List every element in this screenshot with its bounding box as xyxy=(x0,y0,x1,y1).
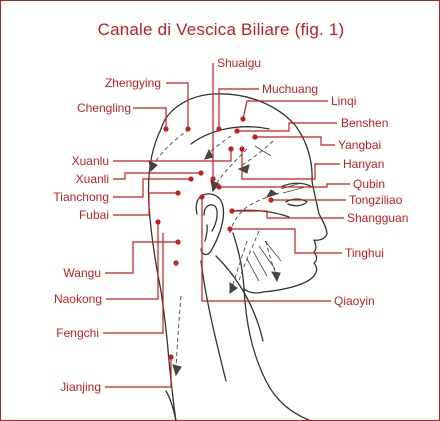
point-jianjing xyxy=(168,354,174,360)
label-tianchong: Tianchong xyxy=(53,190,109,204)
point-shangguan xyxy=(229,208,235,214)
label-hanyan: Hanyan xyxy=(343,157,385,171)
point-qubin xyxy=(216,184,222,190)
label-benshen: Benshen xyxy=(341,116,389,130)
label-jianjing: Jianjing xyxy=(60,380,101,394)
label-wangu: Wangu xyxy=(63,266,101,280)
point-tinghui xyxy=(227,226,233,232)
label-shangguan: Shangguan xyxy=(347,211,409,225)
point-xuanli xyxy=(198,170,204,176)
label-muchuang: Muchuang xyxy=(262,82,319,96)
label-fubai: Fubai xyxy=(78,208,109,222)
acupoint-dots xyxy=(155,116,274,360)
label-naokong: Naokong xyxy=(53,292,102,306)
point-yangbai xyxy=(252,134,258,140)
point-fengchi xyxy=(173,260,179,266)
label-shuaigu: Shuaigu xyxy=(217,56,262,70)
label-zhengying: Zhengying xyxy=(104,76,161,90)
point-chengling xyxy=(163,126,169,132)
point-qiaoyin xyxy=(199,194,205,200)
diagram-title: Canale di Vescica Biliare (fig. 1) xyxy=(97,20,345,39)
point-muchuang xyxy=(216,126,222,132)
point-wangu xyxy=(175,239,181,245)
label-yangbai: Yangbai xyxy=(338,138,382,152)
head-outline xyxy=(147,93,328,420)
label-qubin: Qubin xyxy=(353,177,386,191)
point-tongziliao xyxy=(268,197,274,203)
label-tinghui: Tinghui xyxy=(345,246,384,260)
meridian-path xyxy=(152,128,280,372)
point-linqi xyxy=(240,116,246,122)
label-fengchi: Fengchi xyxy=(56,326,99,340)
point-tianchong xyxy=(188,176,194,182)
point-hanyan xyxy=(239,146,245,152)
label-qiaoyin: Qiaoyin xyxy=(334,294,375,308)
label-xuanlu: Xuanlu xyxy=(71,154,109,168)
point-zhengying xyxy=(185,126,191,132)
point-benshen xyxy=(234,128,240,134)
label-xuanli: Xuanli xyxy=(75,172,109,186)
leader-lines xyxy=(103,63,350,388)
label-chengling: Chengling xyxy=(76,101,131,115)
label-linqi: Linqi xyxy=(331,94,357,108)
point-shuaigu xyxy=(210,176,216,182)
point-naokong xyxy=(155,219,161,225)
cheek-hatching xyxy=(246,145,306,282)
point-xuanlu xyxy=(228,146,234,152)
label-tongziliao: Tongziliao xyxy=(349,193,403,207)
flow-arrows xyxy=(148,148,281,377)
point-fubai xyxy=(175,190,181,196)
